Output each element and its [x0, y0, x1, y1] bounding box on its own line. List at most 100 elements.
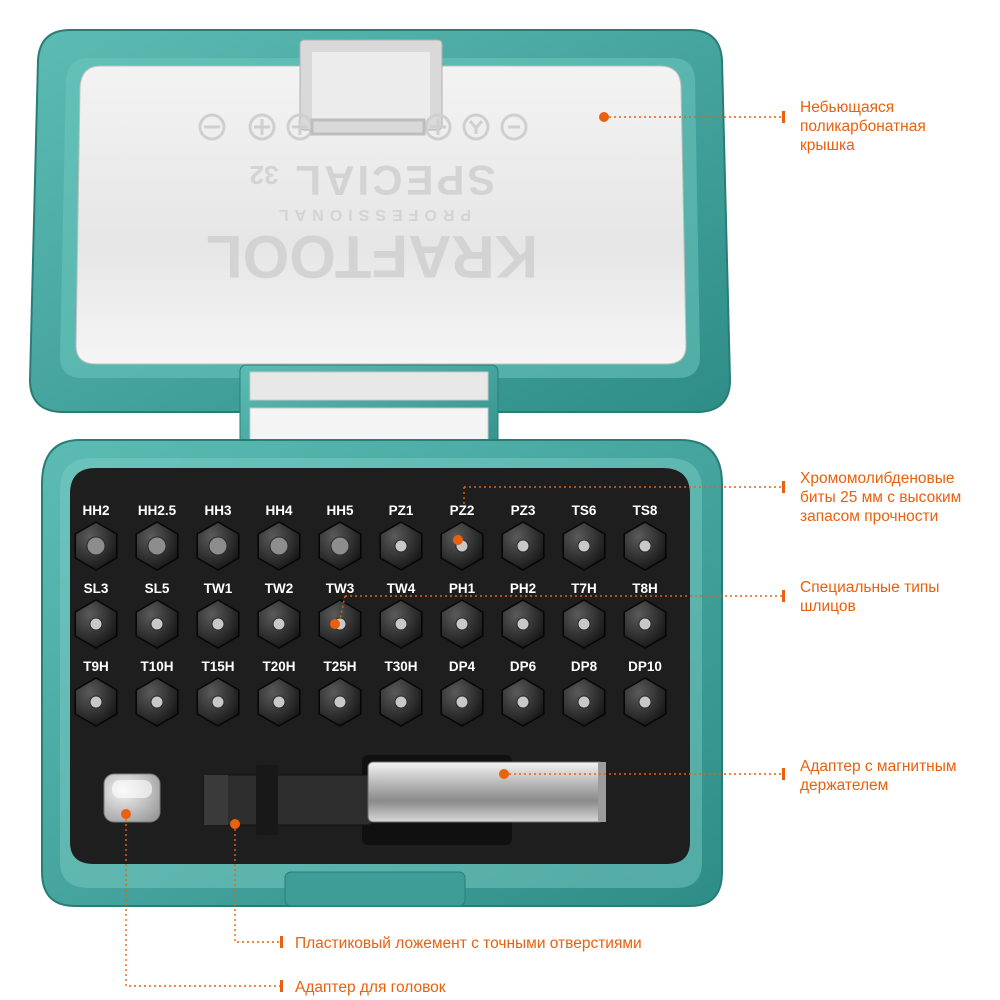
bit-label: DP4 — [449, 659, 476, 674]
bit-label: T8H — [632, 581, 658, 596]
bit-pz2: PZ2 — [440, 503, 484, 571]
bit-label: DP10 — [628, 659, 662, 674]
leader-socket — [125, 814, 280, 987]
bit-tip — [86, 536, 106, 556]
bit-label: T10H — [140, 659, 173, 674]
bit-tip — [89, 617, 103, 631]
bit-ts8: TS8 — [623, 503, 667, 571]
bit-label: HH2.5 — [138, 503, 177, 518]
bit-tip — [330, 536, 350, 556]
bit-hh2-5: HH2.5 — [135, 503, 179, 571]
bit-label: T30H — [384, 659, 417, 674]
bit-tip — [455, 695, 469, 709]
dot-tray — [230, 819, 240, 829]
bit-label: T15H — [201, 659, 234, 674]
callout-socket-text: Адаптер для головок — [295, 979, 446, 996]
bit-tip — [150, 695, 164, 709]
bit-label: PH1 — [449, 581, 476, 596]
bit-label: HH5 — [326, 503, 353, 518]
bit-tip — [638, 539, 652, 553]
bit-sl3: SL3 — [74, 581, 118, 649]
bit-dp10: DP10 — [623, 659, 667, 727]
dot-holder — [499, 769, 509, 779]
bit-hh2: HH2 — [74, 503, 118, 571]
bit-dp4: DP4 — [440, 659, 484, 727]
callout-leaders — [125, 116, 782, 987]
bit-label: DP8 — [571, 659, 598, 674]
bit-ph1: PH1 — [440, 581, 484, 649]
bit-tip — [577, 539, 591, 553]
bit-t7h: T7H — [562, 581, 606, 649]
bit-t9h: T9H — [74, 659, 118, 727]
bit-tip — [394, 695, 408, 709]
bit-label: TW3 — [326, 581, 355, 596]
bit-label: HH4 — [265, 503, 292, 518]
bit-tip — [638, 695, 652, 709]
dot-bits — [453, 535, 463, 545]
callout-lid-text: Небьющаяся поликарбонатная крышка — [800, 99, 926, 154]
callout-tray-text: Пластиковый ложемент с точными отверстия… — [295, 935, 642, 952]
bit-tip — [455, 617, 469, 631]
bit-t25h: T25H — [318, 659, 362, 727]
bit-tip — [394, 539, 408, 553]
case-lid: KRAFTOOL PROFESSIONAL SPECIAL 32 — [28, 29, 732, 413]
leader-slots-drop — [339, 595, 346, 621]
bit-label: DP6 — [510, 659, 537, 674]
bit-tip — [208, 536, 228, 556]
bit-label: TW2 — [265, 581, 294, 596]
bit-label: SL3 — [84, 581, 109, 596]
bit-t8h: T8H — [623, 581, 667, 649]
callout-slots: Специальные типы шлицов — [800, 578, 995, 616]
bit-hh3: HH3 — [196, 503, 240, 571]
callout-holder-text: Адаптер с магнитным держателем — [800, 758, 957, 794]
dot-slots — [330, 619, 340, 629]
bit-label: T20H — [262, 659, 295, 674]
callout-lid: Небьющаяся поликарбонатная крышка — [800, 98, 995, 155]
callout-bits: Хромомолибденовые биты 25 мм с высоким з… — [800, 469, 998, 526]
bit-tip — [516, 539, 530, 553]
bit-sl5: SL5 — [135, 581, 179, 649]
bit-label: PZ1 — [389, 503, 414, 518]
bit-tip — [211, 695, 225, 709]
bit-dp8: DP8 — [562, 659, 606, 727]
bit-pz3: PZ3 — [501, 503, 545, 571]
callout-holder: Адаптер с магнитным держателем — [800, 757, 998, 795]
callout-tray: Пластиковый ложемент с точными отверстия… — [295, 934, 755, 953]
logo-count: 32 — [250, 160, 279, 190]
bit-ts6: TS6 — [562, 503, 606, 571]
bit-label: TS6 — [572, 503, 597, 518]
bit-tip — [272, 695, 286, 709]
bit-tw1: TW1 — [196, 581, 240, 649]
bit-tip — [638, 617, 652, 631]
callout-socket: Адаптер для головок — [295, 978, 595, 997]
callout-slots-text: Специальные типы шлицов — [800, 579, 940, 615]
lid-symbols — [198, 113, 528, 141]
magnetic-bit-holder — [203, 755, 606, 845]
bit-tip — [333, 695, 347, 709]
bit-label: T7H — [571, 581, 597, 596]
bit-label: TS8 — [633, 503, 658, 518]
bit-label: TW4 — [387, 581, 416, 596]
bit-label: PZ3 — [511, 503, 536, 518]
bit-dp6: DP6 — [501, 659, 545, 727]
callout-dots — [121, 112, 609, 829]
bit-pz1: PZ1 — [379, 503, 423, 571]
bit-t30h: T30H — [379, 659, 423, 727]
socket-adapter — [103, 773, 161, 823]
bit-label: PH2 — [510, 581, 536, 596]
bit-tip — [269, 536, 289, 556]
bit-tip — [516, 617, 530, 631]
bit-hh4: HH4 — [257, 503, 301, 571]
bit-tip — [147, 536, 167, 556]
dot-socket — [121, 809, 131, 819]
bit-ph2: PH2 — [501, 581, 545, 649]
bit-tw2: TW2 — [257, 581, 301, 649]
bit-t10h: T10H — [135, 659, 179, 727]
bit-label: HH2 — [82, 503, 109, 518]
bit-label: T9H — [83, 659, 109, 674]
bit-label: HH3 — [204, 503, 231, 518]
lid-logo-emboss: KRAFTOOL PROFESSIONAL SPECIAL 32 — [206, 157, 538, 290]
bit-label: SL5 — [145, 581, 170, 596]
